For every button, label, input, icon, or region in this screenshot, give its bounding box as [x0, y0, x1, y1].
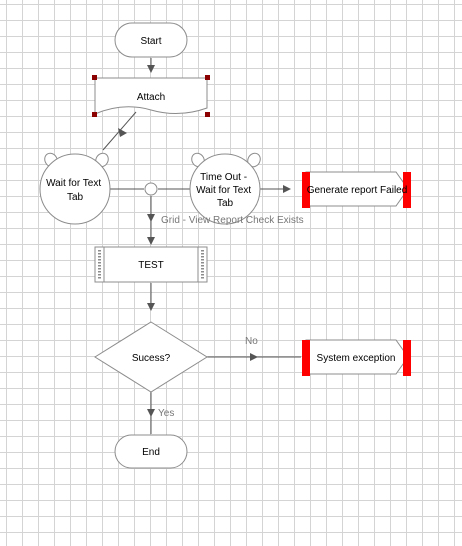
attach-node[interactable]: Attach — [92, 75, 210, 117]
yes-edge-label: Yes — [158, 408, 174, 419]
generate-report-node[interactable]: Generate report Failed — [302, 171, 411, 208]
decision-node-label: Sucess? — [132, 353, 171, 364]
test-node-label: TEST — [138, 260, 164, 271]
exception-bar-left — [302, 340, 310, 376]
connectors — [102, 58, 301, 434]
svg-text:Time Out - Wait for Text: Time Out - Wait for Text Tab — [196, 172, 254, 209]
timeout-label-1: Time Out - — [200, 172, 247, 183]
selection-handle-tl[interactable] — [92, 75, 97, 80]
test-node[interactable]: TEST — [94, 246, 208, 283]
exception-bar-left — [302, 172, 310, 208]
attach-node-label: Attach — [137, 92, 165, 103]
exception-bar-right — [403, 172, 411, 208]
wait-text-tab-label-2: Tab — [67, 192, 84, 203]
end-node-label: End — [142, 447, 160, 458]
edge-no-arrowhead — [250, 353, 258, 361]
edge-attach-arrowhead — [118, 128, 127, 137]
wait-text-tab-node[interactable]: Wait for Text Tab — [39, 151, 111, 225]
exception-bar-right — [403, 340, 411, 376]
end-node[interactable]: End — [114, 434, 188, 469]
wait-text-tab-label-1: Wait for Text — [46, 178, 101, 189]
selection-handle-br[interactable] — [205, 112, 210, 117]
system-exception-label: System exception — [317, 353, 396, 364]
generate-report-label: Generate report Failed — [307, 185, 408, 196]
no-edge-label: No — [245, 336, 258, 347]
timeout-wait-node[interactable]: Time Out - Wait for Text Tab — [189, 151, 262, 225]
edge-grid-arrowhead — [147, 214, 155, 222]
timeout-label-2: Wait for Text — [196, 185, 251, 196]
start-node-label: Start — [140, 36, 161, 47]
edge-yes-arrowhead — [147, 409, 155, 417]
svg-text:Wait for Text Tab: Wait for Text Tab — [46, 178, 104, 203]
selection-handle-tr[interactable] — [205, 75, 210, 80]
start-node[interactable]: Start — [114, 22, 188, 58]
timeout-label-3: Tab — [217, 198, 234, 209]
selection-handle-bl[interactable] — [92, 112, 97, 117]
decision-node[interactable]: Sucess? — [94, 321, 208, 393]
junction-node[interactable] — [144, 182, 158, 196]
grid-view-edge-label: Grid - View Report Check Exists — [161, 215, 304, 226]
system-exception-node[interactable]: System exception — [302, 339, 411, 376]
